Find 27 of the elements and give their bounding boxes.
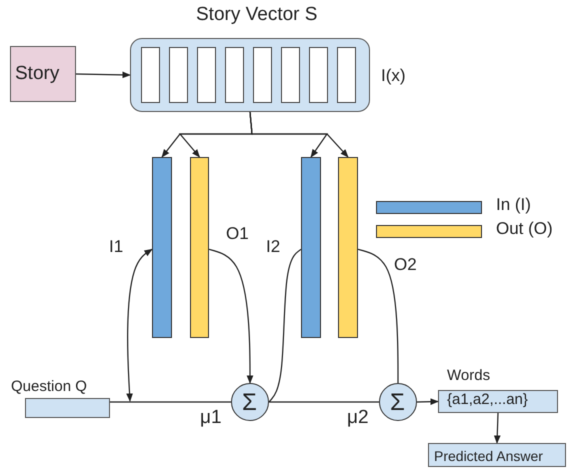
connector-arrow	[208, 248, 254, 384]
sigma-symbol: Σ	[390, 390, 405, 416]
answer-box	[428, 443, 566, 467]
sum-circle	[379, 383, 417, 421]
bar-label: O2	[394, 256, 417, 275]
vector-label: I(x)	[381, 67, 406, 86]
words-label: Words	[447, 368, 490, 384]
sigma-symbol: Σ	[242, 390, 257, 416]
legend-label: Out (O)	[496, 220, 553, 239]
bar-label: I2	[266, 238, 280, 257]
story-box	[10, 46, 76, 102]
legend-label: In (I)	[496, 196, 531, 215]
bar-label: O1	[226, 225, 249, 244]
connector-arrow	[126, 248, 153, 402]
connector-arrow	[76, 72, 131, 78]
answer-label: Predicted Answer	[434, 449, 543, 464]
question-label: Question Q	[11, 379, 87, 396]
story-label: Story	[15, 64, 60, 85]
connector-arrow	[249, 112, 349, 158]
connector-arrow	[416, 398, 439, 406]
edge-label: μ1	[198, 408, 224, 429]
connector-arrow	[494, 412, 501, 444]
bar-label: I1	[109, 238, 124, 257]
sum-circle	[231, 383, 269, 421]
edge-label: μ2	[345, 408, 371, 429]
vector-title: Story Vector S	[196, 5, 318, 26]
answer-set-label: {a1,a2,...an}	[447, 392, 528, 408]
